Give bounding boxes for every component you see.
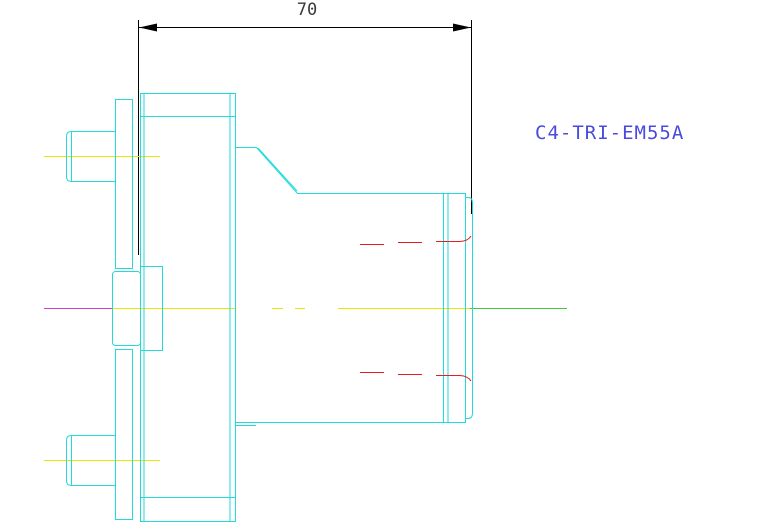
flange-body [140, 93, 236, 522]
backplate-strip-bottom [115, 349, 133, 520]
dimension-value: 70 [297, 0, 317, 20]
dimension-70: 70 [138, 0, 472, 255]
hidden-line-top-dash-3 [436, 235, 472, 242]
arrowhead-left [139, 23, 157, 32]
hidden-line-bottom-dash-3 [436, 375, 472, 382]
neck-taper-inner [257, 147, 298, 192]
nose-cap-rim [465, 197, 473, 419]
part-label: C4-TRI-EM55A [535, 122, 684, 144]
part-outline [66, 93, 473, 522]
neck-taper-top [235, 147, 444, 194]
backplate-strip-top [115, 99, 133, 269]
nose-cap [443, 193, 466, 423]
hidden-lines [360, 235, 472, 382]
top-bolt [66, 131, 116, 182]
centerlines [44, 156, 567, 461]
arrowhead-right [453, 23, 471, 32]
bottom-bolt [66, 435, 116, 486]
